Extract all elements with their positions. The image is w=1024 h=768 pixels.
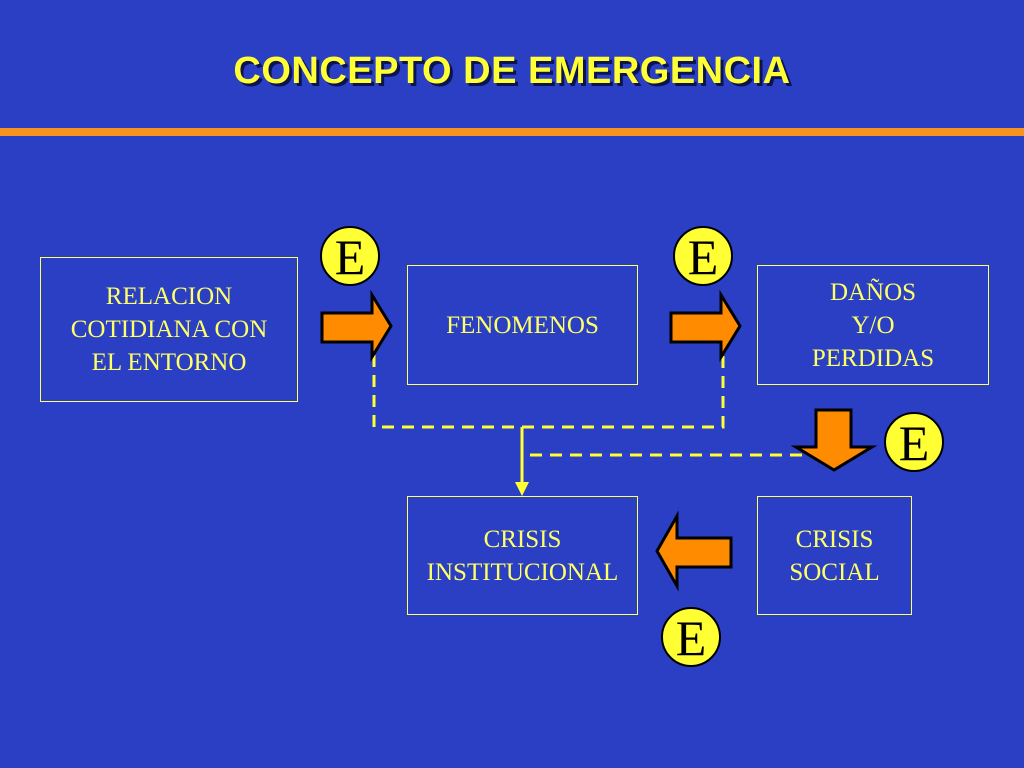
arrow-left: [655, 510, 733, 592]
badge-e-1: E: [320, 226, 380, 286]
badge-e-3: E: [884, 412, 944, 472]
box-crisis-social: CRISIS SOCIAL: [757, 496, 912, 615]
badge-e-3-label: E: [899, 415, 930, 471]
slide-title: CONCEPTO DE EMERGENCIA: [233, 50, 791, 92]
dashed-connectors: [372, 355, 840, 457]
arrow-right-2: [669, 289, 742, 363]
badge-e-2-label: E: [688, 229, 719, 285]
badge-e-1-label: E: [335, 229, 366, 285]
badge-e-2: E: [673, 226, 733, 286]
title-divider: [0, 128, 1024, 136]
connector-arrowhead: [515, 482, 529, 496]
connector-top-dashed: [372, 355, 725, 429]
badge-e-4: E: [661, 607, 721, 667]
arrow-right-1: [320, 289, 393, 363]
arrow-down: [790, 408, 878, 472]
box-crisis-institucional: CRISIS INSTITUCIONAL: [407, 496, 638, 615]
box-danos-perdidas: DAÑOS Y/O PERDIDAS: [757, 265, 989, 385]
box-fenomenos: FENOMENOS: [407, 265, 638, 385]
box-relacion-cotidiana: RELACION COTIDIANA CON EL ENTORNO: [40, 257, 298, 402]
badge-e-4-label: E: [676, 610, 707, 666]
